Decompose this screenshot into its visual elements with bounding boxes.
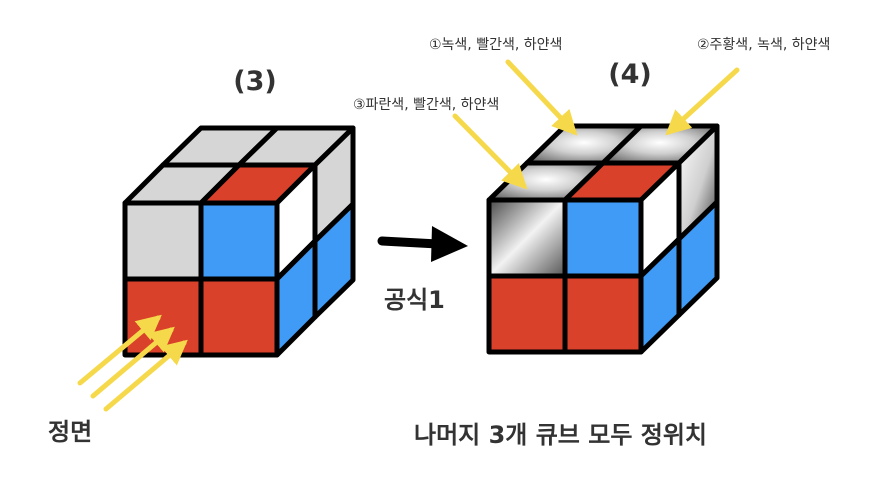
annotation-arrow-3 [452,113,528,190]
cube3-front-bottom-left [122,276,204,358]
front-label: 정면 [48,418,92,446]
transition-arrow [377,226,468,262]
cube-step-4 [486,123,720,355]
annotation-label-1: ①녹색, 빨간색, 하얀색 [429,37,562,53]
cube4-front-bottom-right [562,273,644,355]
cube4-side-bottom-back [676,199,720,318]
front-arrow-2 [90,326,175,399]
cube3-side-bottom-back [312,201,356,320]
transition-arrow-head [431,226,468,262]
step-4-label: (4) [608,59,651,90]
annotation-label-3: ③파란색, 빨간색, 하얀색 [353,97,499,113]
bottom-caption: 나머지 3개 큐브 모두 정위치 [414,421,707,449]
cube3-front-bottom-right [198,276,280,358]
cube-step-3 [122,125,356,358]
transition-arrow-shaft [377,236,443,249]
annotation-arrow-1 [505,59,578,136]
formula-label: 공식1 [384,286,445,314]
front-direction-arrows [77,314,188,412]
cube4-front-bottom-left [486,273,568,355]
cube3-front-top-right [198,200,280,282]
annotation-arrows [452,59,740,190]
front-arrow-1 [77,314,162,386]
cube3-front-top-left [122,200,204,282]
front-arrow-3 [103,339,188,412]
step-3-label: (3) [233,66,276,97]
annotation-arrow-2 [665,67,740,136]
annotation-label-2: ②주황색, 녹색, 하얀색 [697,37,830,53]
cube4-front-top-right [562,197,644,279]
cube4-front-top-left [486,197,568,279]
